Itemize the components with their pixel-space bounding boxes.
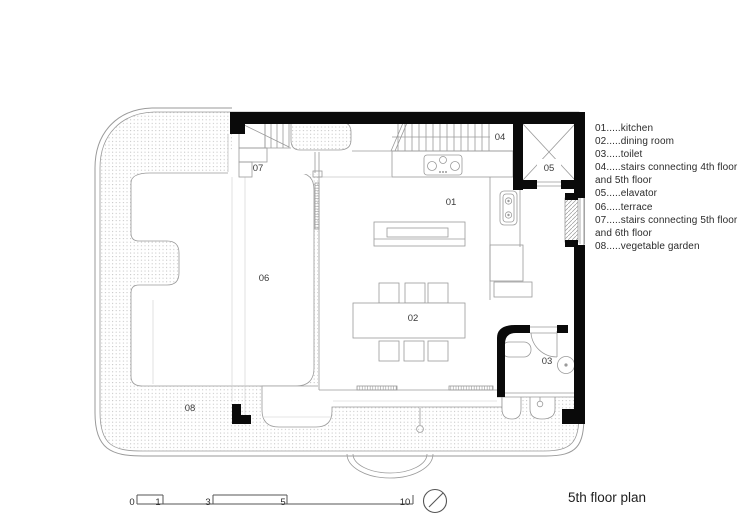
room-label-dining-room: 02 bbox=[408, 313, 419, 324]
building-outline bbox=[94, 107, 585, 457]
room-label-stairs-5-6: 07 bbox=[253, 163, 264, 174]
dining-table bbox=[352, 302, 466, 339]
room-label-kitchen: 01 bbox=[446, 197, 457, 208]
chair bbox=[378, 282, 400, 304]
legend-line: 06.....terrace bbox=[595, 201, 653, 213]
terrace-area bbox=[130, 172, 315, 387]
glass-wall bbox=[312, 152, 497, 391]
room-label-terrace: 06 bbox=[259, 273, 270, 284]
scale-label-5: 5 bbox=[280, 497, 285, 508]
room-label-stairs-4-5: 04 bbox=[495, 132, 506, 143]
dining-set bbox=[352, 282, 466, 362]
chair bbox=[378, 340, 400, 362]
scale-label-1: 1 bbox=[155, 497, 160, 508]
legend-line: 07.....stairs connecting 5th floor bbox=[595, 214, 738, 226]
legend-line: 04.....stairs connecting 4th floor bbox=[595, 162, 738, 174]
scale-label-3: 3 bbox=[205, 497, 210, 508]
chair bbox=[403, 340, 425, 362]
kitchen-fixtures bbox=[318, 150, 533, 300]
fridge bbox=[489, 244, 524, 282]
scale-label-10: 10 bbox=[400, 497, 411, 508]
walls bbox=[230, 112, 585, 424]
chair bbox=[427, 340, 449, 362]
room-label-toilet: 03 bbox=[542, 356, 553, 367]
room-label-vegetable-garden: 08 bbox=[185, 403, 196, 414]
toilet-room bbox=[497, 326, 578, 398]
walkway-channel bbox=[261, 385, 556, 428]
legend: 01.....kitchen 02.....dining room 03....… bbox=[595, 122, 747, 253]
stove bbox=[423, 154, 463, 176]
north-arrow-icon bbox=[422, 488, 448, 514]
balcony-arc bbox=[346, 453, 434, 479]
legend-line: and 5th floor bbox=[595, 175, 652, 187]
legend-line: 08.....vegetable garden bbox=[595, 240, 700, 252]
legend-line: 03.....toilet bbox=[595, 149, 643, 161]
drawing-title: 5th floor plan bbox=[568, 490, 647, 505]
service-duct bbox=[564, 197, 585, 244]
room-label-elevator: 05 bbox=[544, 163, 555, 174]
kitchen-island bbox=[373, 221, 466, 247]
elevator-shaft bbox=[522, 123, 576, 187]
terrace-joint-lines bbox=[152, 177, 246, 425]
chair bbox=[427, 282, 449, 304]
chair bbox=[404, 282, 426, 304]
legend-line: 05.....elavator bbox=[595, 188, 658, 200]
legend-line: 02.....dining room bbox=[595, 136, 675, 148]
scale-label-0: 0 bbox=[129, 497, 134, 508]
legend-line: 01.....kitchen bbox=[595, 123, 654, 134]
garden-drains bbox=[416, 397, 544, 433]
scale-bar: 0 1 3 5 10 bbox=[129, 494, 414, 508]
kitchen-sink bbox=[499, 190, 518, 226]
room-labels: 01 02 03 04 05 06 07 08 bbox=[185, 132, 555, 414]
legend-line: and 6th floor bbox=[595, 227, 652, 239]
door-swing-arc bbox=[530, 332, 558, 358]
